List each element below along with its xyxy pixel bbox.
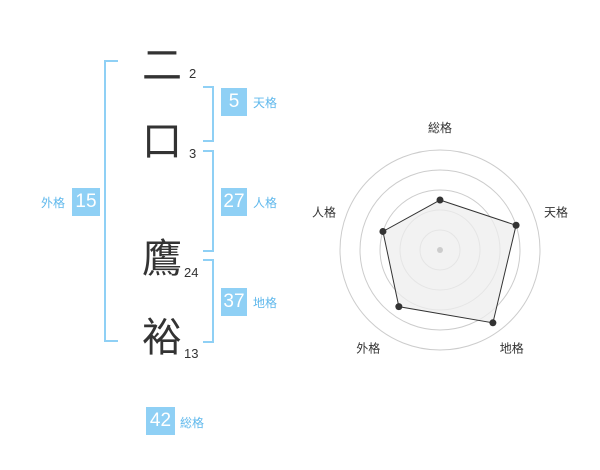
chikaku-bracket <box>203 259 214 343</box>
radar-point-5 <box>379 227 387 235</box>
chikaku-label: 地格 <box>253 296 278 310</box>
radar-axis-label: 天格 <box>544 204 568 219</box>
name-char-1: 二 <box>142 43 182 89</box>
gaikaku-label: 外格 <box>41 196 66 210</box>
chikaku-value-badge: 37 <box>221 288 247 316</box>
radar-point-3 <box>489 319 497 327</box>
stroke-count-4: 13 <box>184 346 199 361</box>
stroke-count-2: 3 <box>189 146 197 161</box>
radar-point-1 <box>436 196 444 204</box>
radar-axis-label: 地格 <box>500 341 524 356</box>
name-char-4: 裕 <box>142 315 182 361</box>
name-char-2: 口 <box>142 119 182 165</box>
radar-center-dot <box>437 247 443 253</box>
tenkaku-value-badge: 5 <box>221 88 247 116</box>
jinkaku-bracket <box>203 150 214 252</box>
jinkaku-value-badge: 27 <box>221 188 247 216</box>
radar-data-area <box>382 199 517 324</box>
tenkaku-bracket <box>203 86 214 142</box>
soukaku-value-badge: 42 <box>146 407 175 435</box>
radar-axis-label: 外格 <box>356 341 380 356</box>
stroke-count-3: 24 <box>184 265 199 280</box>
jinkaku-label: 人格 <box>253 196 278 210</box>
radar-grid-ring <box>339 149 541 351</box>
radar-axis-label: 人格 <box>312 204 336 219</box>
radar-point-2 <box>512 221 520 229</box>
radar-point-4 <box>395 303 403 311</box>
stroke-count-1: 2 <box>189 66 197 81</box>
radar-axis-label: 総格 <box>428 120 452 135</box>
gaikaku-value-badge: 15 <box>72 188 100 216</box>
tenkaku-label: 天格 <box>253 96 278 110</box>
gaikaku-bracket <box>104 60 118 342</box>
soukaku-label: 総格 <box>180 416 205 430</box>
radar-grid-ring <box>359 169 521 331</box>
name-char-3: 鷹 <box>142 236 182 282</box>
